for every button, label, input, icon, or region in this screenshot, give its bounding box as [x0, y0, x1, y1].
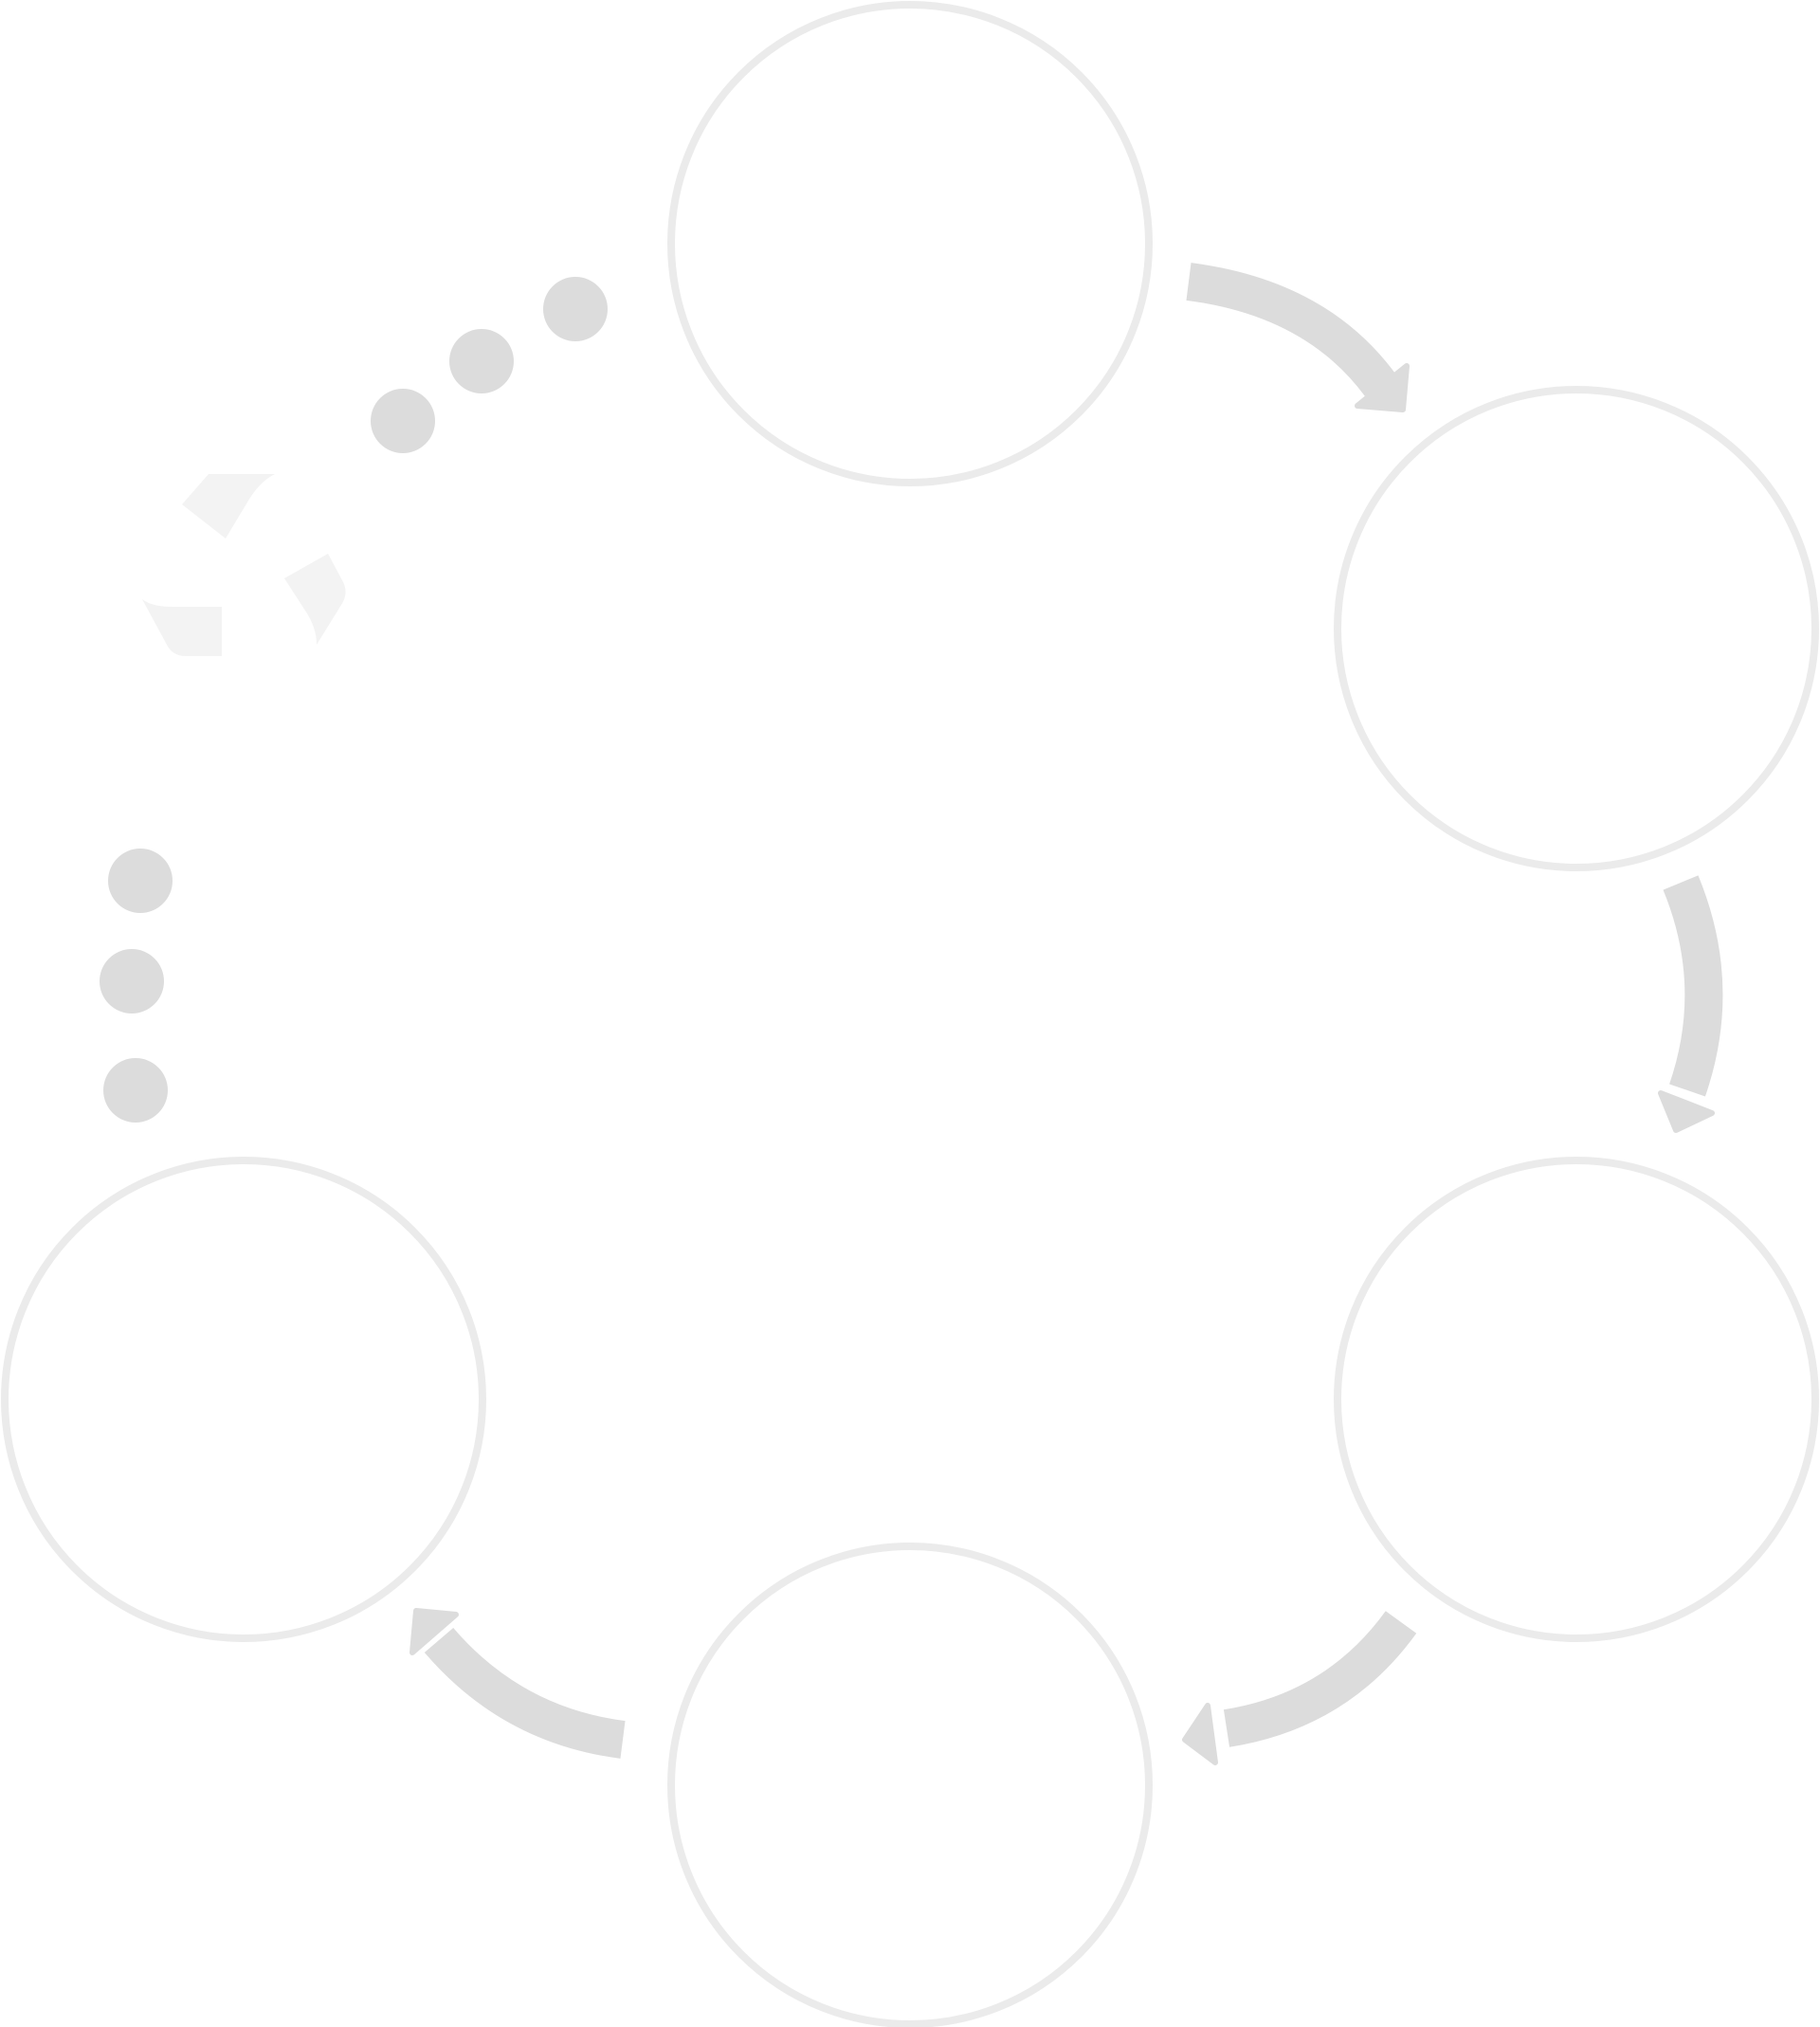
ellipsis-dot [543, 277, 608, 341]
cycle-arrows [410, 263, 1723, 1765]
arrow-step4-to-step5 [410, 1608, 626, 1759]
recycle-icon-segment [142, 599, 222, 656]
arrow-head [1182, 1703, 1218, 1765]
recycle-icon-segment [182, 474, 275, 539]
arrow-step3-to-step4 [1182, 1611, 1417, 1765]
ellipsis-dot [103, 1058, 168, 1123]
arrow-shaft [1186, 263, 1396, 397]
ellipsis-connector [100, 277, 608, 1123]
step-5-node [1, 1157, 486, 1642]
arrow-shaft [424, 1627, 626, 1759]
ellipsis-dot [108, 849, 173, 913]
arrow-head [1355, 363, 1410, 412]
ellipsis-dot [100, 949, 164, 1014]
step-2-node [1334, 386, 1819, 871]
arrow-shaft [1223, 1611, 1417, 1747]
ellipsis-dot [449, 329, 514, 393]
step-3-node [1334, 1157, 1819, 1642]
arrow-step1-to-step2 [1186, 263, 1410, 412]
arrow-head [410, 1608, 459, 1655]
recycle-icon-segment [284, 554, 346, 645]
arrow-shaft [1663, 875, 1723, 1097]
ellipsis-dot [371, 389, 435, 453]
step-1-node [667, 1, 1153, 486]
arrow-head [1658, 1090, 1715, 1133]
recycle-icon [142, 474, 346, 656]
step-4-node [667, 1543, 1153, 2027]
arrow-step2-to-step3 [1658, 875, 1723, 1133]
